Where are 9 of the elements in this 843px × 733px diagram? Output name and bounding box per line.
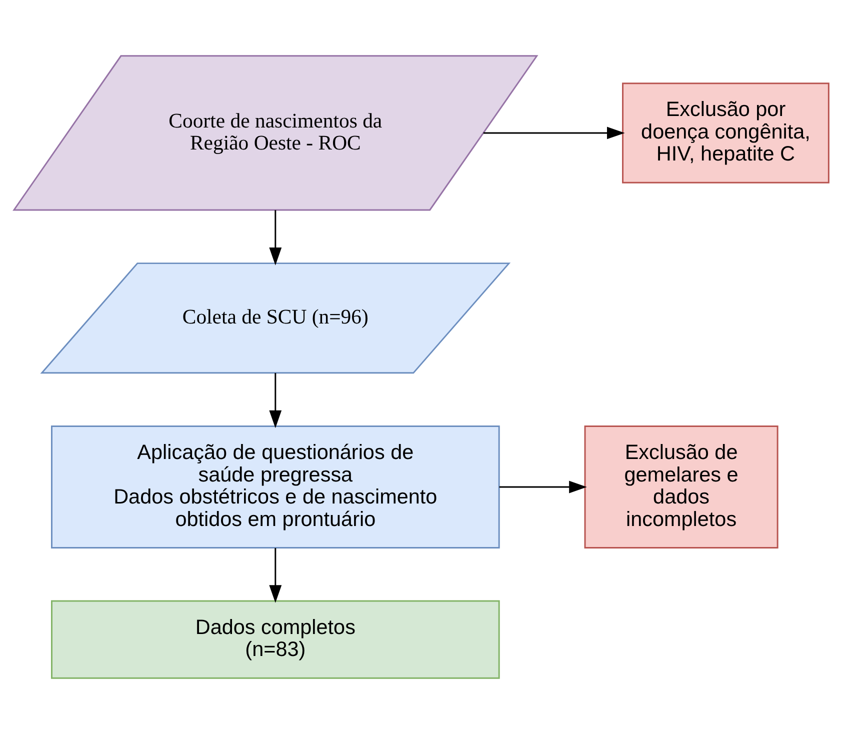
node-box: Exclusão por doença congênita, HIV, hepatite C bbox=[622, 82, 830, 183]
arrow bbox=[499, 480, 587, 493]
arrow bbox=[269, 210, 282, 265]
node-box: Aplicação de questionários de saúde pregressa Dados obstétricos e de nascimento obtidos em prontuário bbox=[50, 425, 500, 548]
arrow bbox=[269, 372, 282, 428]
node-box: Exclusão de gemelares e dados incompletos bbox=[584, 425, 778, 548]
node-box: Dados completos (n=83) bbox=[50, 600, 500, 678]
arrow bbox=[483, 126, 625, 139]
arrow bbox=[269, 548, 282, 602]
